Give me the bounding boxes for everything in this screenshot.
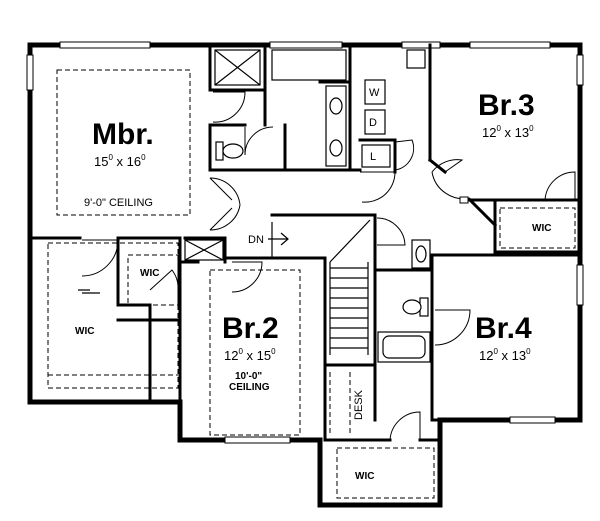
down-label: DN bbox=[248, 234, 264, 246]
wic-bottom-label: WIC bbox=[355, 471, 374, 482]
interior-walls bbox=[28, 43, 582, 442]
dryer-label: D bbox=[369, 117, 377, 129]
mbr-ceiling-note: 9'-0" CEILING bbox=[84, 197, 153, 209]
br2-ceiling-line1: 10'-0" bbox=[235, 371, 262, 382]
mbr-room-size: 150 x 160 bbox=[94, 153, 146, 169]
br3-room-size: 120 x 130 bbox=[482, 124, 534, 140]
windows bbox=[26, 41, 584, 444]
br2-room-size: 120 x 150 bbox=[224, 347, 276, 363]
down-arrow-icon bbox=[268, 232, 289, 246]
br2-ceiling-line2: CEILING bbox=[229, 382, 270, 393]
br4-room-size: 120 x 130 bbox=[479, 347, 531, 363]
bath-fixtures bbox=[78, 49, 469, 363]
desk-label: DESK bbox=[353, 389, 365, 420]
mbr-room-name: Mbr. bbox=[92, 118, 154, 151]
washer-label: W bbox=[369, 87, 380, 99]
br4-room-name: Br.4 bbox=[475, 312, 532, 345]
stairs bbox=[271, 219, 371, 355]
wic-small-label: WIC bbox=[140, 268, 159, 279]
linen-label: L bbox=[370, 151, 376, 163]
br2-room-name: Br.2 bbox=[222, 312, 279, 345]
wic-br3-label: WIC bbox=[532, 223, 551, 234]
wic-mbr-label: WIC bbox=[75, 326, 94, 337]
doors bbox=[81, 91, 576, 441]
dashed-lines bbox=[47, 69, 576, 499]
br3-room-name: Br.3 bbox=[478, 89, 535, 122]
